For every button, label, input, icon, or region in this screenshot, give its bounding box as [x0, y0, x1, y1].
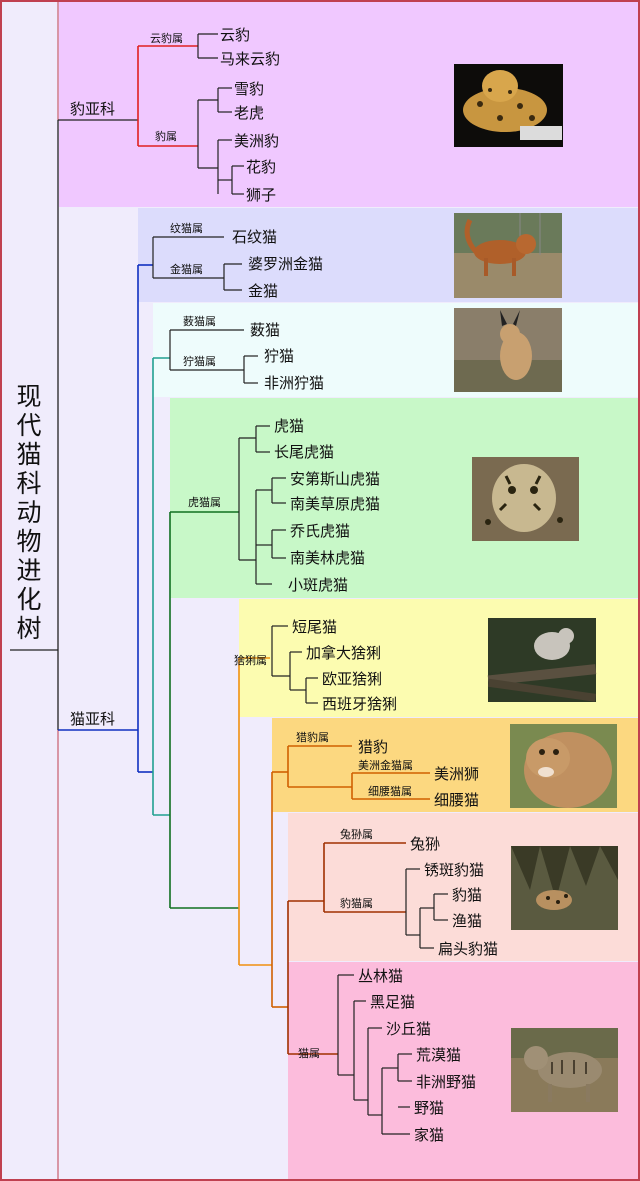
species-label: 沙丘猫	[386, 1020, 431, 1038]
cougar-photo	[510, 724, 617, 808]
species-label: 兔狲	[410, 835, 440, 853]
title-column	[2, 2, 58, 1179]
title-char: 猫	[16, 440, 41, 469]
species-label: 老虎	[234, 104, 264, 122]
species-label: 马来云豹	[220, 50, 280, 68]
genus-label-herpailurus: 细腰猫属	[368, 785, 412, 798]
species-label: 荒漠猫	[416, 1046, 461, 1064]
species-label: 西班牙猞猁	[322, 695, 397, 713]
genus-label-pardofelis: 纹猫属	[170, 221, 203, 235]
leopardus-branch	[169, 511, 239, 909]
genus-label-catopuma: 金猫属	[170, 262, 203, 276]
wildcat-photo	[511, 1028, 618, 1112]
lynx-subtree	[271, 625, 318, 704]
leptailurus-branch	[152, 357, 170, 816]
lynx-photo	[487, 618, 597, 702]
species-label: 安第斯山虎猫	[290, 470, 380, 488]
leptailurus-band	[153, 303, 638, 397]
title-char: 科	[16, 469, 41, 498]
pardofelis-band	[138, 208, 638, 302]
genus-label-lynx: 猞猁属	[234, 654, 267, 667]
felinae-branch	[58, 264, 153, 773]
puma-branch	[271, 745, 430, 1008]
genus-label-leopardus: 虎猫属	[188, 496, 221, 509]
genus-label-caracal: 狞猫属	[183, 355, 216, 368]
genus-label-neofelis: 云豹属	[150, 32, 183, 45]
species-label: 花豹	[246, 158, 276, 176]
genus-label-otocolobus: 兔狲属	[340, 827, 373, 841]
title-char: 物	[16, 527, 41, 556]
species-label: 婆罗洲金猫	[248, 255, 323, 273]
species-label: 南美林虎猫	[290, 549, 365, 567]
species-label: 云豹	[220, 26, 250, 44]
title-char: 化	[16, 585, 41, 614]
species-label: 短尾猫	[292, 618, 337, 636]
ocelot-photo	[472, 457, 579, 541]
title-char: 进	[16, 556, 41, 585]
asian-golden-cat-photo	[454, 213, 562, 298]
species-label: 非洲狞猫	[264, 374, 324, 392]
genus-label-acinonyx: 猎豹属	[296, 730, 329, 744]
leopard-photo	[454, 64, 563, 147]
species-label: 雪豹	[234, 80, 264, 98]
species-label: 野猫	[414, 1099, 444, 1117]
species-label: 扁头豹猫	[438, 940, 498, 958]
caracal-subtree	[169, 329, 258, 384]
felis-branch	[287, 842, 406, 1055]
species-label: 小斑虎猫	[288, 576, 348, 594]
species-label: 黑足猫	[370, 993, 415, 1011]
subfamily-label-felinae: 猫亚科	[70, 710, 115, 728]
species-label: 薮猫	[250, 321, 280, 339]
species-label: 金猫	[248, 282, 278, 300]
species-label: 狞猫	[264, 347, 294, 365]
species-label: 欧亚猞猁	[322, 670, 382, 688]
pantherinae-branch	[137, 45, 198, 147]
subfamily-label-pantherinae: 豹亚科	[70, 100, 115, 118]
species-label: 非洲野猫	[416, 1073, 476, 1091]
leopard-cat-photo	[511, 846, 618, 930]
leopardus-subtree	[238, 425, 286, 585]
species-label: 豹猫	[452, 886, 482, 904]
genus-label-leptailurus: 薮猫属	[183, 315, 216, 328]
species-label: 狮子	[246, 186, 276, 204]
genus-label-panthera: 豹属	[155, 130, 177, 143]
species-label: 渔猫	[452, 912, 482, 930]
species-label: 美洲豹	[234, 132, 279, 150]
species-label: 家猫	[414, 1126, 444, 1144]
genus-label-felis: 猫属	[298, 1047, 320, 1060]
felis-subtree	[337, 974, 412, 1135]
species-label: 美洲狮	[434, 765, 479, 783]
lynx-branch	[238, 658, 272, 966]
species-label: 猎豹	[358, 738, 388, 756]
genus-label-puma: 美洲金猫属	[358, 758, 413, 772]
root-branch	[10, 119, 138, 730]
species-label: 细腰猫	[434, 791, 479, 809]
species-label: 丛林猫	[358, 967, 403, 985]
genus-label-prionailurus: 豹猫属	[340, 897, 373, 910]
caracal-photo	[454, 308, 562, 392]
species-label: 南美草原虎猫	[290, 495, 380, 513]
title-char: 代	[16, 411, 41, 440]
species-label: 加拿大猞猁	[306, 644, 381, 662]
title-char: 动	[16, 498, 41, 527]
title-char: 现	[16, 382, 41, 411]
title-vertical: 现 代 猫 科 动 物 进 化 树	[16, 382, 41, 643]
species-label: 石纹猫	[232, 228, 277, 246]
species-label: 乔氏虎猫	[290, 522, 350, 540]
pardofelis-subtree	[152, 236, 242, 291]
title-char: 树	[16, 614, 41, 643]
species-label: 长尾虎猫	[274, 443, 334, 461]
species-label: 虎猫	[274, 417, 304, 435]
prionailurus-subtree	[405, 868, 448, 949]
panthera-subtree	[197, 33, 244, 195]
species-label: 锈斑豹猫	[424, 861, 484, 879]
